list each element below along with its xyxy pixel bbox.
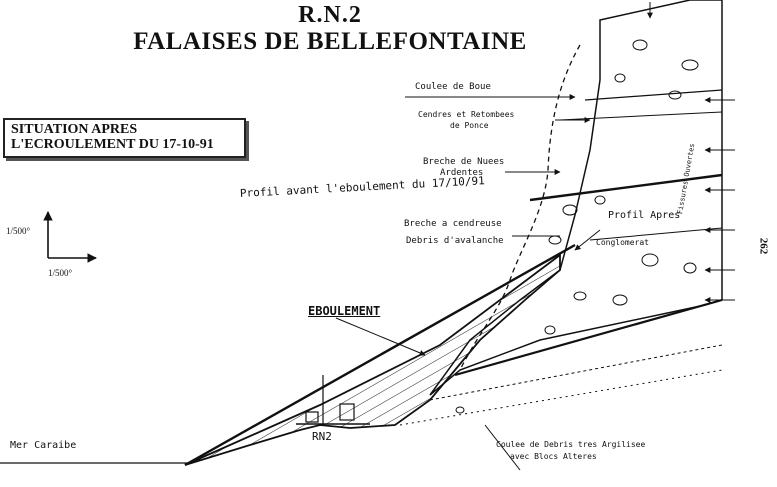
label-debris: Debris d'avalanche [406, 236, 504, 246]
road-rn2 [296, 375, 370, 425]
title-line-2: FALAISES DE BELLEFONTAINE [133, 28, 527, 55]
label-coulee-debris-2: avec Blocs Alteres [510, 452, 597, 461]
eboulement-zone [184, 253, 561, 466]
scale-horizontal: 1/500° [48, 268, 73, 278]
label-coulee-debris-1: Coulee de Debris tres Argilisee [496, 440, 646, 449]
label-breche-2: Ardentes [440, 168, 484, 178]
layer-line-7 [399, 369, 723, 426]
label-conglomerat: Conglomerat [596, 238, 649, 247]
label-rn2: RN2 [312, 430, 332, 443]
scale-arrows [43, 211, 97, 263]
leader-lines [335, 94, 601, 471]
label-cendres-2: de Ponce [450, 121, 489, 130]
label-breche-1: Breche de Nuees [423, 157, 505, 167]
right-arrows [704, 97, 735, 303]
scale-vertical: 1/500° [6, 226, 31, 236]
situation-line-2: L'ECROULEMENT DU 17-10-91 [11, 137, 214, 152]
label-profil-apres: Profil Apres [608, 210, 681, 221]
layer-line-4 [589, 227, 723, 241]
label-eboulement: EBOULEMENT [308, 304, 381, 318]
layer-line-2 [559, 111, 723, 121]
page-number: 262 [757, 237, 770, 255]
situation-line-1: SITUATION APRES [11, 122, 138, 137]
layer-line-1 [584, 89, 723, 101]
situation-box: SITUATION APRES L'ECROULEMENT DU 17-10-9… [3, 118, 246, 158]
label-cendres-1: Cendres et Retombees [418, 110, 515, 119]
layer-line-5 [454, 298, 723, 377]
boulders [455, 39, 699, 414]
label-mer: Mer Caraibe [10, 440, 77, 451]
layer-line-6 [429, 344, 723, 401]
layer-line-3 [529, 173, 723, 202]
label-breche-cendreuse: Breche a cendreuse [404, 219, 502, 229]
title-line-1: R.N.2 [298, 2, 362, 28]
talus-line [184, 243, 576, 467]
label-coulee-boue: Coulee de Boue [415, 82, 491, 92]
